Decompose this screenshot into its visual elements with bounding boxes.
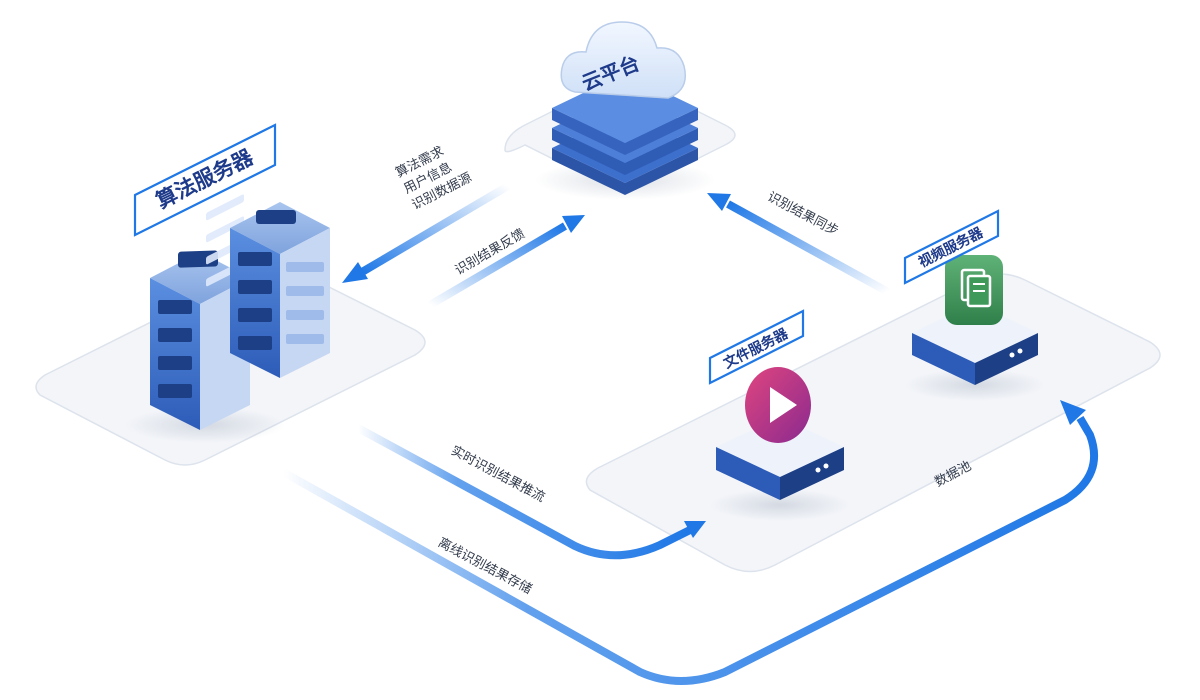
algo-server-rack-right [230,202,330,378]
video-server-box [905,303,1045,401]
algo-server-label-box [133,123,277,237]
video-server-label-box [903,209,1000,285]
realtime-label: 实时识别结果推流 [448,443,547,505]
file-server-label-box [708,309,805,385]
sync-arrow [707,193,890,296]
cloud-icon [560,21,686,99]
file-server-box [710,417,850,521]
request-arrow [342,182,511,283]
offline-arrow [281,400,1099,685]
request-text: 算法需求 用户信息 识别数据源 [393,144,474,213]
data-pool-platform [585,273,1161,573]
algo-server-rack-left [125,194,285,443]
feedback-arrow [427,215,585,309]
realtime-arrow [356,424,706,560]
play-icon [745,367,811,443]
document-icon [945,255,1003,325]
